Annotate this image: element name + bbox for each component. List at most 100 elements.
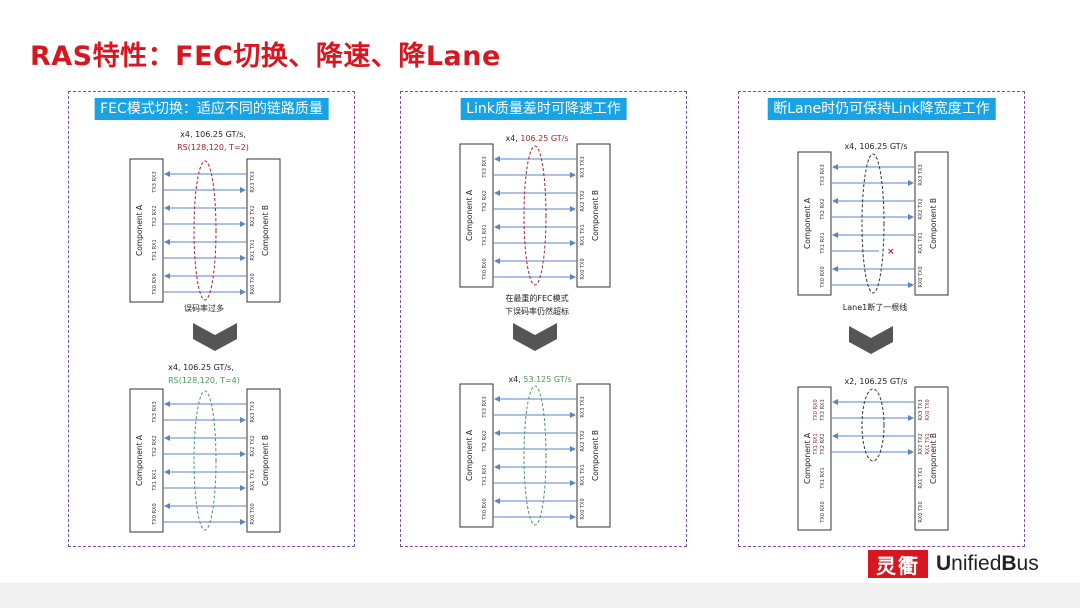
fec-bottom-rs: RS(128,120, T=4) — [168, 376, 240, 385]
lane-label-a: TX0 RX0 — [482, 258, 488, 280]
lane-label-b: RX3 TX3 — [918, 399, 924, 420]
lane-label-b: RX3 TX3 — [580, 396, 586, 417]
speed-top-note-2: 下误码率仍然超标 — [505, 306, 569, 316]
lane-label-a: TX1 RX1 — [152, 469, 158, 491]
component-a-label: Component A — [803, 432, 812, 484]
fec-top-rs: RS(128,120, T=2) — [177, 143, 249, 152]
lane-label-a: TX2 RX2 — [482, 430, 488, 452]
component-b-label: Component B — [929, 198, 938, 249]
lane-label-b: RX1 TX1 — [918, 467, 924, 488]
fec-chevron — [193, 323, 237, 351]
component-b-box — [246, 388, 281, 533]
lane-group-ellipse — [193, 390, 217, 531]
lane-label-b: RX2 TX2 — [918, 433, 924, 454]
component-a-label: Component A — [135, 204, 144, 256]
lane-group-ellipse — [861, 153, 885, 294]
lane-label-b: RX2 TX2 — [250, 205, 256, 226]
lane-group-ellipse — [193, 160, 217, 301]
component-a-box — [797, 386, 832, 531]
panel-lane: 断Lane时仍可保持Link降宽度工作 x4, 106.25 GT/s Comp… — [738, 91, 1025, 547]
lane-top-rate: x4, 106.25 GT/s — [844, 142, 907, 151]
lane-label-b: RX3 TX3 — [580, 156, 586, 177]
component-b-box — [246, 158, 281, 303]
lane-top-note: Lane1断了一根线 — [843, 302, 907, 312]
diagram-speed: x4, 106.25 GT/s Component A Component B TX… — [459, 134, 611, 528]
page-title: RAS特性：FEC切换、降速、降Lane — [30, 41, 501, 72]
lane-label-a: TX3 RX3 — [152, 171, 158, 193]
broken-lane-mark: × — [887, 247, 895, 257]
logo-wordmark: UnifiedBus — [936, 552, 1039, 575]
lane-group-ellipse — [523, 385, 547, 526]
component-b-box — [914, 151, 949, 296]
lane-label-a: TX3 RX3 — [482, 396, 488, 418]
component-b-label: Component B — [591, 430, 600, 481]
lane-label-b: RX3 TX3 — [250, 401, 256, 422]
lane-bottom-rate: x2, 106.25 GT/s — [844, 377, 907, 386]
logo-mark: 灵衢 — [868, 550, 928, 578]
lane-label-a: TX0 RX0 — [820, 501, 826, 523]
component-a-box — [459, 383, 494, 528]
lane-label-a: TX0 RX0 — [820, 266, 826, 288]
lane-label-b: RX0 TX0 — [250, 503, 256, 524]
speed-bottom-label: x4, 53.125 GT/s — [508, 375, 571, 384]
lane-label-a: TX2 RX2 — [820, 198, 826, 220]
lane-label-a: TX3 RX3 — [482, 156, 488, 178]
lane-label-a: TX2 RX2 — [820, 433, 826, 455]
fec-bottom-rate: x4, 106.25 GT/s, — [168, 363, 234, 372]
lane-label-b: RX1 TX1 — [580, 464, 586, 485]
lane-label-b: RX0 TX0 — [580, 258, 586, 279]
lane-label-a: TX3 RX3 — [820, 399, 826, 421]
fec-top-note: 误码率过多 — [184, 303, 224, 313]
lane-group-ellipse — [523, 145, 547, 286]
lane-label-b: RX2 TX2 — [580, 190, 586, 211]
lane-label-a: TX3 RX3 — [152, 401, 158, 423]
lane-label-a: TX2 RX2 — [152, 205, 158, 227]
lane-label-a: TX0 RX0 — [152, 503, 158, 525]
component-b-label: Component B — [929, 433, 938, 484]
speed-top-value: 106.25 GT/s — [520, 134, 568, 143]
diagram-fec: x4, 106.25 GT/s, RS(128,120, T=2) Compon… — [129, 130, 281, 533]
component-b-box — [576, 143, 611, 288]
lane-label-b: RX2 TX2 — [918, 198, 924, 219]
panel-header-fec: FEC模式切换：适应不同的链路质量 — [94, 98, 329, 120]
remap-label-b: RX1 TX1 — [925, 433, 931, 454]
lane-group-ellipse — [861, 388, 885, 462]
component-a-label: Component A — [135, 434, 144, 486]
lane-label-a: TX1 RX1 — [820, 232, 826, 254]
lane-label-b: RX0 TX0 — [918, 501, 924, 522]
fec-top-rate: x4, 106.25 GT/s, — [180, 130, 246, 139]
footer-bar — [0, 583, 1080, 608]
lane-label-b: RX1 TX1 — [580, 224, 586, 245]
panel-header-lane: 断Lane时仍可保持Link降宽度工作 — [767, 98, 996, 120]
lane-chevron — [849, 326, 893, 354]
component-a-label: Component A — [465, 429, 474, 481]
component-a-box — [129, 388, 164, 533]
component-b-label: Component B — [591, 190, 600, 241]
remap-label-b: RX0 TX0 — [925, 399, 931, 420]
lane-label-a: TX1 RX1 — [482, 224, 488, 246]
component-b-label: Component B — [261, 435, 270, 486]
lane-label-b: RX2 TX2 — [250, 435, 256, 456]
fec-bottom-block: Component A Component B TX3 RX3 RX3 TX3TX2 … — [129, 388, 281, 533]
remap-label-a: TX0 RX0 — [813, 399, 819, 421]
lane-label-a: TX0 RX0 — [152, 273, 158, 295]
lane-top-block: Component A Component B TX3 RX3 RX3 TX3TX2 … — [797, 151, 949, 296]
lane-label-b: RX1 TX1 — [250, 239, 256, 260]
speed-bottom-block: Component A Component B TX3 RX3 RX3 TX3TX2 … — [459, 383, 611, 528]
diagram-lane: x4, 106.25 GT/s Component A Component B TX… — [797, 142, 949, 531]
lane-label-b: RX3 TX3 — [918, 164, 924, 185]
lane-label-a: TX0 RX0 — [482, 498, 488, 520]
lane-label-a: TX2 RX2 — [152, 435, 158, 457]
component-a-box — [797, 151, 832, 296]
lane-label-b: RX1 TX1 — [918, 232, 924, 253]
component-b-box — [914, 386, 949, 531]
lane-label-a: TX3 RX3 — [820, 164, 826, 186]
speed-top-label: x4, 106.25 GT/s — [505, 134, 568, 143]
component-a-label: Component A — [803, 197, 812, 249]
panel-speed: Link质量差时可降速工作 x4, 106.25 GT/s Component … — [400, 91, 687, 547]
lane-label-b: RX3 TX3 — [250, 171, 256, 192]
lane-label-b: RX0 TX0 — [918, 266, 924, 287]
lane-label-b: RX2 TX2 — [580, 430, 586, 451]
